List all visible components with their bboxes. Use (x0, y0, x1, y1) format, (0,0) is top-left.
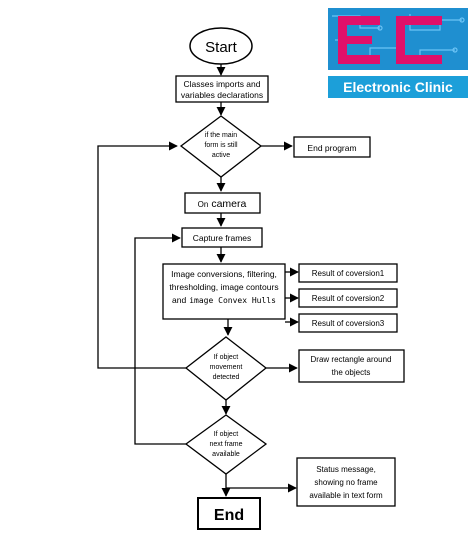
end-label: End (214, 507, 244, 524)
capture-frames-label: Capture frames (193, 233, 252, 243)
main-form-line-3: active (212, 152, 230, 159)
status-line-3: available in text form (309, 491, 383, 500)
draw-line-2: the objects (332, 368, 371, 377)
movement-line-1: If object (214, 354, 239, 361)
result3-label: Result of coversion3 (312, 319, 385, 328)
draw-line-1: Draw rectangle around (311, 355, 392, 364)
movement-line-3: detected (213, 374, 240, 381)
electronic-clinic-logo: Electronic Clinic (328, 8, 468, 98)
image-processing-box: Image conversions, filtering, thresholdi… (162, 263, 286, 320)
result1-label: Result of coversion1 (312, 269, 385, 278)
loop-back-to-capture (134, 233, 186, 445)
result-box-1: Result of coversion1 (298, 263, 398, 283)
status-line-2: showing no frame (314, 478, 378, 487)
on-camera-prefix: On (198, 200, 209, 209)
draw-rectangle-box: Draw rectangle around the objects (298, 349, 405, 383)
ec-monogram (338, 16, 442, 64)
next-frame-available-decision: If object next frame available (184, 414, 268, 475)
result-box-2: Result of coversion2 (298, 288, 398, 308)
status-line-1: Status message, (316, 465, 376, 474)
processing-line-2: thresholding, image contours (169, 282, 278, 292)
result2-label: Result of coversion2 (312, 294, 385, 303)
processing-convex-hulls: image Convex Hulls (189, 296, 276, 305)
result-box-3: Result of coversion3 (298, 313, 398, 333)
processing-line-1: Image conversions, filtering, (171, 269, 277, 279)
end-program-label: End program (307, 143, 356, 153)
capture-frames-process: Capture frames (181, 227, 263, 248)
next-frame-line-3: available (212, 451, 240, 458)
classes-imports-process: Classes imports and variables declaratio… (175, 75, 269, 103)
main-form-line-1: if the main (205, 132, 237, 139)
next-frame-line-2: next frame (209, 441, 242, 448)
main-form-line-2: form is still (204, 142, 238, 149)
end-terminal: End (197, 497, 261, 530)
processing-and: and (172, 295, 186, 305)
main-form-active-decision: if the main form is still active (179, 115, 263, 178)
start-label: Start (205, 39, 238, 56)
loop-back-to-main-form (97, 141, 186, 369)
end-program-box: End program (293, 136, 371, 158)
movement-detected-decision: If object movement detected (184, 336, 268, 401)
status-message-box: Status message, showing no frame availab… (296, 457, 396, 507)
start-terminal: Start (189, 27, 253, 65)
logo-band (328, 76, 468, 98)
movement-line-2: movement (210, 364, 243, 371)
classes-line-2: variables declarations (181, 90, 263, 100)
classes-line-1: Classes imports and (183, 79, 260, 89)
next-frame-line-1: If object (214, 431, 239, 438)
on-camera-word: camera (211, 198, 246, 210)
logo-text: Electronic Clinic (343, 79, 453, 95)
connectors (97, 64, 299, 497)
